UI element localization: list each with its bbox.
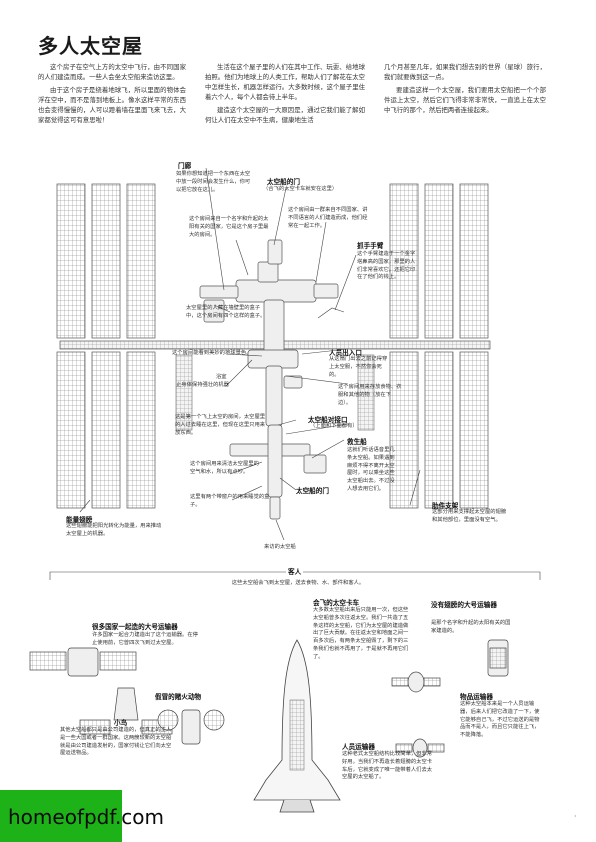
- bird-label: 小鸟: [114, 719, 128, 727]
- panels-label: 能量翅膀: [66, 516, 93, 524]
- shuttle-label: 会飞的太空卡车: [313, 599, 360, 607]
- bath-note: 浴室: [216, 374, 227, 380]
- dock-note: （上面和下面都有）: [310, 423, 358, 429]
- solar-array-left: [56, 183, 156, 509]
- htv-illustration: [487, 639, 509, 677]
- dragon-illustration: [79, 687, 173, 735]
- panels-note: 这些翅膀能把阳光转化为能量，用来推动太空屋上的机器。: [66, 523, 162, 537]
- intro-column-2: 生活在这个屋子里的人们在其中工作、玩耍、给地球拍照。他们为地球上的人类工作，帮助…: [205, 62, 365, 128]
- multi-label: 很多国家一起造的大号运输器: [92, 623, 178, 631]
- rising-note: 是那个名字和升起的太阳有关的国家建造的。: [431, 620, 511, 634]
- crew-note: 这种老式太空船结构比较简单，但非常好用。当我们不再造长着翅膀的太空卡车后，它就变…: [342, 751, 433, 781]
- page-mark: ·: [574, 812, 577, 821]
- progress-illustration: [395, 738, 445, 758]
- guests-note: 这些太空船会飞到太空屋，送去食物、水、部件和客人。: [231, 580, 365, 586]
- fake-label: 假冒的赌火动物: [155, 693, 202, 701]
- toilet-note: 这个房间用来清洁太空屋里的空气和水，所以有点吵。: [190, 461, 259, 475]
- atv-illustration: [29, 647, 137, 677]
- station-modules: [199, 239, 339, 520]
- ship-door-label: 太空船的门: [267, 178, 300, 186]
- lab-note: 太空屋里的人藏在墙壁里的盒子中，这个房间有四个这样的盒子。: [186, 305, 266, 319]
- radiator-label: 肋件支架: [432, 502, 459, 510]
- escape-box-note: 这里有两个带窗户的用来睡觉的盒子。: [190, 494, 270, 508]
- arm-note: 这个手臂建造于一个金字塔鼻高的国家，那里的人们非常喜欢它。还把它印在了他们的钱上…: [357, 251, 416, 281]
- first-room-note: 这是第一个飞上太空的房间，太空屋里的人过去睡在这里，但现在这里只用来放东西。: [175, 414, 266, 436]
- shuttle-illustration: [253, 639, 341, 813]
- machine-note: 止身体保持强壮的机器: [176, 382, 229, 388]
- soyuz-illustration: [391, 671, 441, 693]
- rising-label: 没有翅膀的大号运输器: [431, 601, 497, 609]
- guests-label: 客人: [286, 566, 304, 576]
- dock-label: 太空船对接口: [308, 416, 348, 424]
- arm-label: 抓手手臂: [357, 242, 384, 250]
- paragraph: 几个月甚至几年，如果我们想去别的世界（星球）旅行，我们就要做到这一点。: [384, 63, 546, 81]
- storage-note: 这个房间用来存放食物、衣服和其他的物（放在下边）。: [338, 384, 402, 406]
- radiator-note: 这部分用来支撑起太空屋的翅膀和其他部位，里面没有空气。: [432, 509, 507, 523]
- brand-banner: [0, 790, 122, 842]
- visitor-note: 来访的太空船: [264, 544, 296, 550]
- brand-text: homeofpdf.com: [8, 805, 165, 829]
- ship-door2-label: 太空船的门: [296, 487, 329, 495]
- cygnus-illustration: [157, 709, 225, 745]
- lifeboat-note: 这就们听话语音里几条太空船。如果遇到麻烦不得不离开太空屋时，可以乘坐这些太空船出…: [347, 447, 395, 492]
- shuttle-note: 大多数太空船出来后只能用一次，但这些太空船曾多次往返太空。我们一共造了五条这样的…: [313, 607, 409, 660]
- door-note: 如果你想知道把一个东西在太空中放一段时间会发生什么，你可以把它放在这儿。: [176, 171, 251, 193]
- robotic-arm: [317, 307, 345, 319]
- page-title: 多人太空屋: [38, 34, 143, 58]
- lifeboat-label: 救生船: [347, 438, 367, 446]
- paragraph: 这个房子在空气上方的太空中飞行，由不同国家的人们建造而成。一些人会坐太空船来造访…: [38, 63, 186, 81]
- view-room-note: 这个房间能看到美妙的地球景色。: [172, 350, 252, 356]
- paragraph: 由于这个房子是绕着地球飞，所以里面的物体会浮在空中，而不是落到地板上。像水这样平…: [38, 86, 186, 124]
- cargo-note: 这种太空船本来是一个人员运输器，后来人们把它改造了一下，使它能够自己飞，不过它运…: [460, 701, 540, 739]
- multi-note: 许多国家一起合力建造出了这个运输器。在停止使用前，它曾四次飞到过太空屋。: [92, 632, 198, 646]
- airlock-label: 人员出入口: [329, 349, 362, 357]
- airlock-note: 从这扇门出去之前记得穿上太空服，不然你会死的。: [329, 356, 388, 378]
- bird-note: 其他太空船都只是由公司建造的，但真正的主人是一些大国或者一群国家。这两艘较新的太…: [60, 727, 172, 757]
- radiator-panels: [175, 354, 375, 431]
- country-room-note: 这个房间由一群来自不同国家、讲不同语言的人们建造而成，他们经常在一起工作。: [288, 207, 368, 229]
- ship-door-note: （合飞的太空卡车就安在这里）: [263, 186, 338, 192]
- solar-room-note: 这个房间来自一个名字和升起的太阳有关的国家，它是这个房子里最大的房间。: [189, 216, 269, 238]
- intro-column-3: 几个月甚至几年，如果我们想去别的世界（星球）旅行，我们就要做到这一点。 要建造这…: [384, 62, 546, 118]
- paragraph: 要建造这样一个太空屋，我们要用太空船把一个个部件运上太空，然后它们飞得非常非常快…: [384, 86, 546, 114]
- intro-column-1: 这个房子在空气上方的太空中飞行，由不同国家的人们建造而成。一些人会坐太空船来造访…: [38, 62, 186, 128]
- paragraph: 生活在这个屋子里的人们在其中工作、玩耍、给地球拍照。他们为地球上的人类工作，帮助…: [205, 63, 365, 101]
- door-label: 门廊: [178, 162, 192, 170]
- crew-label: 人员运输器: [342, 743, 375, 751]
- leader-lines: [79, 167, 421, 541]
- solar-array-right: [389, 183, 489, 509]
- paragraph: 建造这个太空屋的一大原因是，通过它我们能了解如何让人们在太空中不生病，健康地生活: [205, 106, 365, 124]
- cargo-label: 物品运输器: [460, 693, 493, 701]
